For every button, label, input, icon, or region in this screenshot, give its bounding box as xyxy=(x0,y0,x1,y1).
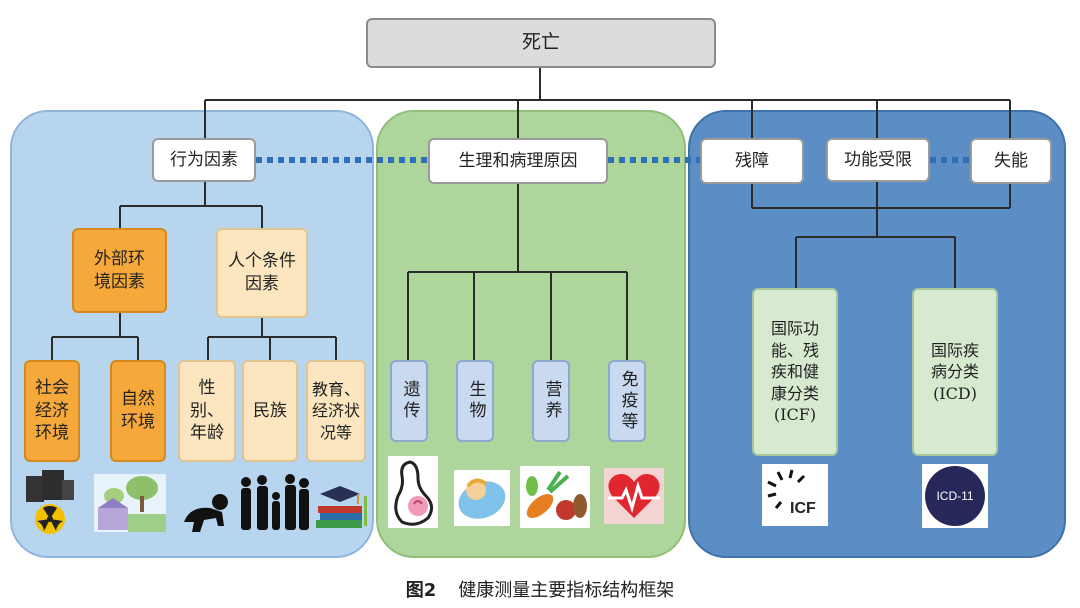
natural-env-node: 自然环境 xyxy=(110,360,166,462)
books-graduation-icon xyxy=(316,486,367,528)
immunity-node: 免疫等 xyxy=(608,360,646,442)
heart-pulse-icon xyxy=(604,468,664,524)
disability-node: 失能 xyxy=(970,138,1052,184)
vegetables-icon xyxy=(520,466,590,528)
handicap-node: 残障 xyxy=(700,138,804,184)
gender-age-node: 性别、年龄 xyxy=(178,360,236,462)
icd-node: 国际疾病分类(ICD) xyxy=(912,288,998,456)
nuclear-plant-icon xyxy=(26,470,74,534)
personal-conditions-node: 人个条件因素 xyxy=(216,228,308,318)
pregnant-mother-icon xyxy=(388,456,438,528)
biology-node: 生物 xyxy=(456,360,494,442)
figure-caption: 图2 健康测量主要指标结构框架 xyxy=(0,576,1080,602)
icf-node: 国际功能、残疾和健康分类(ICF) xyxy=(752,288,838,456)
icf-logo-text: ICF xyxy=(790,500,816,517)
swaddled-baby-icon xyxy=(454,470,510,526)
icf-logo: ICF xyxy=(762,464,828,526)
physiology-pathology-node: 生理和病理原因 xyxy=(428,138,608,184)
nature-scene-icon xyxy=(94,474,166,532)
family-silhouette-icon xyxy=(241,474,309,530)
nutrition-node: 营养 xyxy=(532,360,570,442)
icd-logo-text: ICD-11 xyxy=(925,466,985,526)
death-node: 死亡 xyxy=(366,18,716,68)
icf-burst-icon xyxy=(767,469,806,509)
education-economy-node: 教育、经济状况等 xyxy=(306,360,366,462)
figure-title: 健康测量主要指标结构框架 xyxy=(458,580,675,601)
external-environment-node: 外部环境因素 xyxy=(72,228,167,313)
behavior-factors-node: 行为因素 xyxy=(152,138,256,182)
functional-limitation-node: 功能受限 xyxy=(826,138,930,182)
genetics-node: 遗传 xyxy=(390,360,428,442)
crawling-baby-icon xyxy=(184,494,228,532)
figure-number: 图2 xyxy=(405,580,437,601)
ethnicity-node: 民族 xyxy=(242,360,298,462)
social-economic-env-node: 社会经济环境 xyxy=(24,360,80,462)
icd-logo: ICD-11 xyxy=(922,464,988,528)
